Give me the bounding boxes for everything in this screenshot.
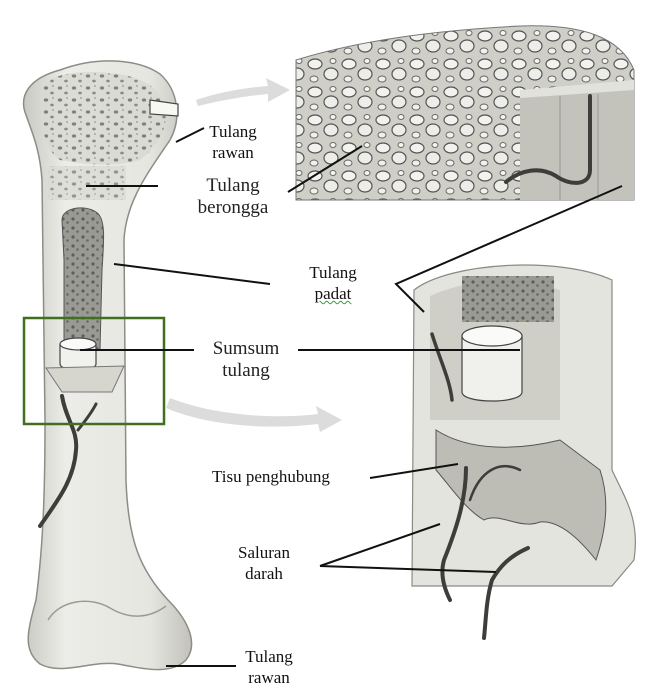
label-line: Tisu penghubung bbox=[212, 467, 330, 486]
section-marrow-dots bbox=[462, 276, 554, 322]
label-line: Tulang bbox=[180, 175, 286, 197]
label-saluran-darah: Saluran darah bbox=[222, 542, 306, 584]
spongy-band bbox=[48, 166, 126, 200]
bone-section bbox=[412, 265, 635, 638]
section-cylinder-top bbox=[462, 326, 522, 346]
arrow-to-bottom-panel bbox=[166, 398, 342, 432]
label-line: rawan bbox=[200, 142, 266, 163]
label-line: Tulang bbox=[200, 121, 266, 142]
label-tulang-berongga: Tulang berongga bbox=[180, 175, 286, 219]
label-line: padat bbox=[290, 283, 376, 304]
label-tisu-penghubung: Tisu penghubung bbox=[212, 466, 330, 487]
label-line: Sumsum bbox=[192, 338, 300, 360]
label-sumsum-tulang: Sumsum tulang bbox=[192, 338, 300, 382]
leader-padat-left bbox=[114, 264, 270, 284]
medullary-cavity bbox=[62, 208, 104, 352]
label-tulang-padat: Tulang padat bbox=[290, 262, 376, 304]
arrow-to-top-panel bbox=[196, 78, 290, 106]
label-line: Tulang bbox=[290, 262, 376, 283]
label-line: darah bbox=[222, 563, 306, 584]
label-line: tulang bbox=[192, 360, 300, 382]
label-tulang-rawan-top: Tulang rawan bbox=[200, 121, 266, 163]
label-line: berongga bbox=[180, 197, 286, 219]
label-line: Tulang bbox=[234, 646, 304, 667]
label-tulang-rawan-bottom: Tulang rawan bbox=[234, 646, 304, 688]
marrow-cylinder-top bbox=[60, 338, 96, 350]
spongy-closeup bbox=[296, 26, 634, 200]
label-line: rawan bbox=[234, 667, 304, 688]
spongy-bone-head bbox=[40, 72, 166, 165]
label-line: Saluran bbox=[222, 542, 306, 563]
long-bone bbox=[24, 61, 192, 670]
